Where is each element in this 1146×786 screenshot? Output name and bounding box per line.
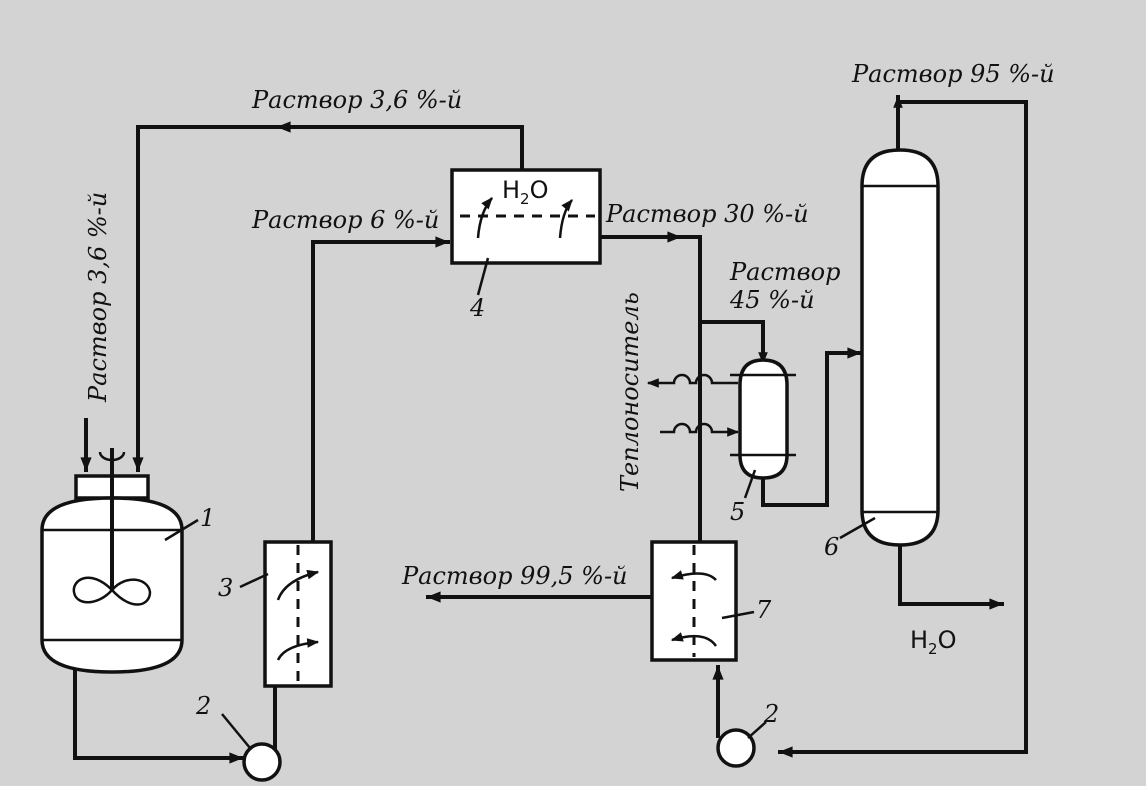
number-2-left: 2 — [195, 692, 211, 720]
number-2-right: 2 — [763, 700, 779, 728]
membrane-unit-3 — [263, 540, 333, 688]
label-solution-995: Раствор 99,5 %-й — [401, 562, 628, 590]
pipe-heat-carrier-in — [660, 422, 740, 437]
number-7: 7 — [756, 596, 772, 624]
column-6 — [860, 148, 940, 547]
label-feed-36: Раствор 3,6 %-й — [84, 192, 112, 403]
pipe-reactor-to-pump — [73, 666, 244, 764]
leader-4 — [476, 257, 490, 296]
pipe-unit3-to-unit4 — [311, 236, 450, 544]
leader-5 — [743, 469, 757, 499]
pipe-heat-carrier-out — [646, 373, 738, 388]
leader-3 — [239, 572, 269, 589]
label-solution-30: Раствор 30 %-й — [605, 200, 809, 228]
pump-left — [242, 742, 282, 782]
leader-2-left — [221, 713, 251, 749]
label-solution-45-line2: 45 %-й — [729, 286, 815, 314]
number-6: 6 — [824, 533, 839, 561]
number-4: 4 — [469, 294, 485, 322]
label-solution-95: Раствор 95 %-й — [851, 60, 1055, 88]
leader-7 — [721, 610, 755, 620]
number-3: 3 — [218, 574, 233, 602]
leader-2-right — [747, 721, 767, 739]
pipe-recycle-95 — [778, 100, 1028, 758]
pump-right — [716, 728, 756, 768]
label-water-unit4: H2O — [502, 176, 548, 208]
leader-1 — [164, 518, 199, 542]
pipe-heater-to-column — [761, 347, 862, 507]
number-1: 1 — [200, 504, 215, 532]
label-heat-carrier: Теплоноситель — [616, 292, 644, 492]
reactor — [40, 448, 184, 674]
leader-6 — [839, 516, 876, 540]
membrane-unit-7 — [650, 540, 738, 662]
number-5: 5 — [730, 498, 745, 526]
label-solution-6: Раствор 6 %-й — [251, 206, 439, 234]
heater-5 — [730, 358, 796, 480]
label-water-column: H2O — [910, 626, 956, 658]
label-solution-45-line1: Раствор — [729, 258, 840, 286]
pipe-column-bottom — [898, 543, 1004, 610]
label-recycle-36: Раствор 3,6 %-й — [251, 86, 462, 114]
membrane-unit-4 — [450, 168, 602, 265]
